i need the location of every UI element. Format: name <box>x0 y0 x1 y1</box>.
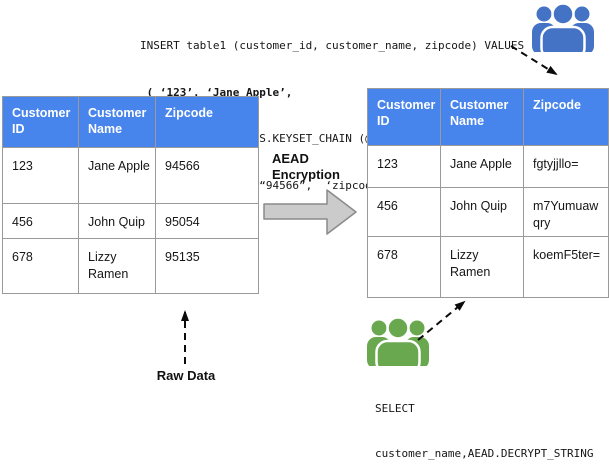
table-cell: Jane Apple <box>78 147 156 204</box>
right-block-arrow-icon <box>263 189 357 235</box>
table-row: 678 Lizzy Ramen 95135 <box>2 238 259 294</box>
table-cell: 123 <box>2 147 79 204</box>
table-cell: 678 <box>2 238 79 294</box>
column-header: Customer ID <box>367 88 441 146</box>
select-query-code: SELECT customer_name,AEAD.DECRYPT_STRING… <box>375 371 594 469</box>
users-group-green-icon <box>367 316 429 366</box>
table-cell: 123 <box>367 145 441 188</box>
table-row: 123 Jane Apple 94566 <box>2 147 259 204</box>
table-cell: fgtyjjllo= <box>523 145 609 188</box>
table-row: 123 Jane Apple fgtyjjllo= <box>367 145 609 188</box>
code-line: ( ‘123’, ‘Jane Apple’, <box>140 85 293 99</box>
table-cell: John Quip <box>440 187 524 237</box>
encrypted-data-table: Customer ID Customer Name Zipcode 123 Ja… <box>367 88 609 298</box>
aead-encryption-label: AEAD Encryption <box>272 151 340 182</box>
table-cell: 456 <box>367 187 441 237</box>
column-header: Zipcode <box>155 96 259 148</box>
table-cell: 94566 <box>155 147 259 204</box>
raw-data-table: Customer ID Customer Name Zipcode 123 Ja… <box>2 96 259 294</box>
column-header: Zipcode <box>523 88 609 146</box>
table-header-row: Customer ID Customer Name Zipcode <box>2 96 259 148</box>
table-cell: Lizzy Ramen <box>440 236 524 298</box>
users-group-blue-icon <box>532 2 594 52</box>
table-header-row: Customer ID Customer Name Zipcode <box>367 88 609 146</box>
table-cell: 95135 <box>155 238 259 294</box>
table-cell: John Quip <box>78 203 156 239</box>
code-line: customer_name,AEAD.DECRYPT_STRING <box>375 447 594 460</box>
table-cell: Jane Apple <box>440 145 524 188</box>
table-cell: 678 <box>367 236 441 298</box>
table-cell: Lizzy Ramen <box>78 238 156 294</box>
table-cell: 456 <box>2 203 79 239</box>
table-row: 678 Lizzy Ramen koemF5ter= <box>367 236 609 298</box>
code-line: SELECT <box>375 402 415 415</box>
column-header: Customer ID <box>2 96 79 148</box>
table-cell: 95054 <box>155 203 259 239</box>
column-header: Customer Name <box>440 88 524 146</box>
table-row: 456 John Quip 95054 <box>2 203 259 239</box>
table-cell: m7Yumuawqry <box>523 187 609 237</box>
code-line: INSERT table1 (customer_id, customer_nam… <box>140 39 525 52</box>
table-cell: koemF5ter= <box>523 236 609 298</box>
raw-data-label: Raw Data <box>156 368 216 383</box>
table-row: 456 John Quip m7Yumuawqry <box>367 187 609 237</box>
column-header: Customer Name <box>78 96 156 148</box>
